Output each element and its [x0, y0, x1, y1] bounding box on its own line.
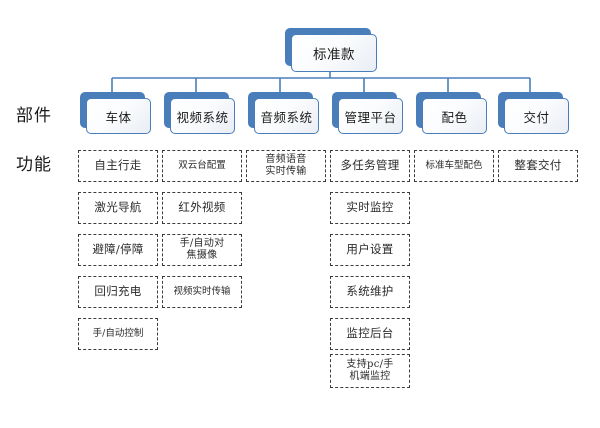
root-node-standard-model[interactable]: 标准款	[285, 28, 377, 72]
function-box[interactable]: 避障/停障	[78, 234, 158, 266]
function-box[interactable]: 视频实时传输	[162, 276, 242, 308]
component-node-delivery[interactable]: 交付	[498, 92, 569, 134]
component-node-label: 交付	[523, 109, 550, 125]
node-face: 车体	[86, 98, 151, 134]
function-box[interactable]: 支持pc/手机端监控	[330, 354, 410, 388]
function-label: 整套交付	[514, 158, 562, 173]
function-box[interactable]: 双云台配置	[162, 150, 242, 182]
function-label: 回归充电	[94, 284, 142, 299]
node-face: 管理平台	[338, 98, 403, 134]
function-label: 自主行走	[94, 158, 142, 173]
function-box[interactable]: 监控后台	[330, 318, 410, 350]
component-node-color-scheme[interactable]: 配色	[416, 92, 487, 134]
function-label: 双云台配置	[178, 159, 226, 171]
function-box[interactable]: 手/自动控制	[78, 318, 158, 350]
node-face: 配色	[422, 98, 487, 134]
component-node-management-platform[interactable]: 管理平台	[332, 92, 403, 134]
function-label: 系统维护	[346, 284, 394, 299]
function-label: 手/自动对焦摄像	[179, 237, 225, 262]
function-box[interactable]: 系统维护	[330, 276, 410, 308]
component-node-label: 管理平台	[344, 109, 397, 125]
function-label: 避障/停障	[92, 242, 144, 257]
function-box[interactable]: 回归充电	[78, 276, 158, 308]
component-node-audio-system[interactable]: 音频系统	[248, 92, 319, 134]
node-face: 音频系统	[254, 98, 319, 134]
function-box[interactable]: 标准车型配色	[414, 150, 494, 182]
function-label: 手/自动控制	[92, 327, 144, 339]
function-label: 多任务管理	[340, 158, 400, 173]
function-box[interactable]: 多任务管理	[330, 150, 410, 182]
function-label: 用户设置	[346, 242, 394, 257]
component-node-label: 音频系统	[260, 109, 313, 125]
function-box[interactable]: 红外视频	[162, 192, 242, 224]
node-face: 标准款	[291, 34, 377, 72]
function-label: 监控后台	[346, 326, 394, 341]
component-node-video-system[interactable]: 视频系统	[164, 92, 235, 134]
function-label: 音频语音实时传输	[265, 153, 307, 178]
component-node-label: 车体	[105, 109, 132, 125]
function-box[interactable]: 音频语音实时传输	[246, 150, 326, 182]
row-label-components: 部件	[16, 106, 52, 126]
component-node-label: 配色	[441, 109, 468, 125]
row-label-functions: 功能	[16, 155, 52, 175]
function-box[interactable]: 激光导航	[78, 192, 158, 224]
function-label: 激光导航	[94, 200, 142, 215]
node-face: 视频系统	[170, 98, 235, 134]
component-node-vehicle-body[interactable]: 车体	[80, 92, 151, 134]
function-box[interactable]: 实时监控	[330, 192, 410, 224]
component-node-label: 视频系统	[176, 109, 229, 125]
root-node-label: 标准款	[313, 47, 355, 63]
function-label: 视频实时传输	[173, 285, 231, 297]
function-box[interactable]: 用户设置	[330, 234, 410, 266]
function-box[interactable]: 手/自动对焦摄像	[162, 234, 242, 266]
function-label: 支持pc/手机端监控	[346, 358, 394, 383]
function-label: 实时监控	[346, 200, 394, 215]
function-box[interactable]: 整套交付	[498, 150, 578, 182]
function-box[interactable]: 自主行走	[78, 150, 158, 182]
function-label: 标准车型配色	[425, 159, 483, 171]
function-label: 红外视频	[178, 200, 226, 215]
node-face: 交付	[504, 98, 569, 134]
